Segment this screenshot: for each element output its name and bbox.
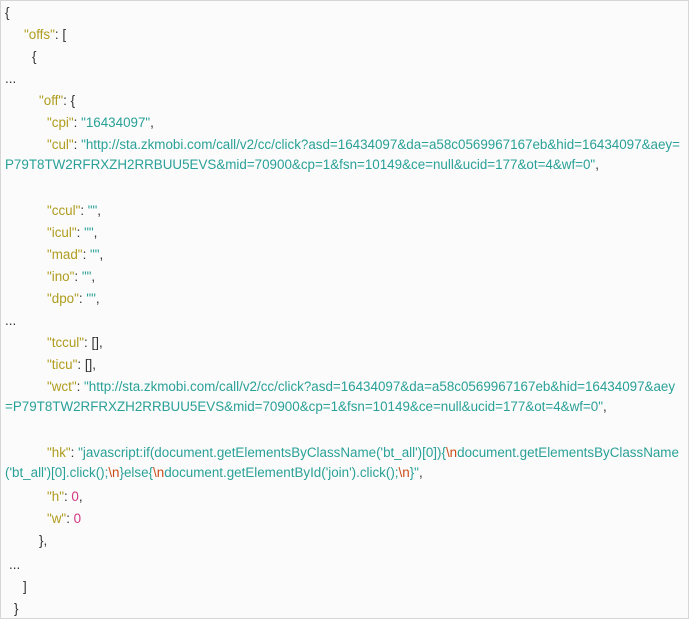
key-ticu: "ticu" xyxy=(47,357,78,372)
ellipsis: ... xyxy=(5,313,17,328)
close-brace: } xyxy=(14,601,19,616)
key-ccul: "ccul" xyxy=(47,203,81,218)
code-line: "ticu": [], xyxy=(47,357,96,372)
value-ccul: "" xyxy=(87,203,98,218)
key-mad: "mad" xyxy=(47,247,83,262)
open-bracket: [ xyxy=(62,27,67,42)
code-line: "h": 0, xyxy=(47,489,83,504)
key-wct: "wct" xyxy=(47,379,77,394)
value-tccul: [] xyxy=(91,335,99,350)
code-line: { xyxy=(1,47,688,67)
value-mad: "" xyxy=(90,247,100,262)
escape-newline: \n xyxy=(398,465,410,480)
code-line: ... xyxy=(1,69,688,89)
escape-newline: \n xyxy=(153,465,165,480)
code-line: "w": 0 xyxy=(47,511,82,526)
code-line: "hk": "javascript:if(document.getElement… xyxy=(5,445,679,480)
key-cpi: "cpi" xyxy=(47,115,74,130)
key-off: "off" xyxy=(39,93,64,108)
key-h: "h" xyxy=(47,489,64,504)
value-hk-part: document.getElementsByClassName('bt_all'… xyxy=(5,445,679,480)
escape-newline: \n xyxy=(445,445,458,460)
value-ino: "" xyxy=(81,269,92,284)
escape-newline: \n xyxy=(108,465,120,480)
code-line: "off": { xyxy=(39,93,76,108)
value-w: 0 xyxy=(73,511,82,526)
value-icul: "" xyxy=(84,225,94,240)
code-line: "dpo": "", xyxy=(47,291,100,306)
code-line: ... xyxy=(1,311,688,331)
open-brace: { xyxy=(32,49,37,64)
value-cpi: "16434097" xyxy=(81,115,151,130)
code-line: "cpi": "16434097", xyxy=(47,115,154,130)
code-line: "ccul": "", xyxy=(47,203,102,218)
value-hk-part: }else{ xyxy=(119,465,154,480)
value-hk-part: "javascript:if(document.getElementsByCla… xyxy=(78,445,446,460)
key-tccul: "tccul" xyxy=(47,335,85,350)
code-line: "cul": "http://sta.zkmobi.com/call/v2/cc… xyxy=(5,137,680,172)
key-ino: "ino" xyxy=(47,269,75,284)
value-hk-part: }" xyxy=(409,465,419,480)
key-icul: "icul" xyxy=(47,225,77,240)
code-line: "ino": "", xyxy=(47,269,96,284)
key-w: "w" xyxy=(47,511,67,526)
value-h: 0 xyxy=(71,489,79,504)
code-line: } xyxy=(1,599,688,618)
value-hk-part: document.getElementById('join').click(); xyxy=(164,465,399,480)
code-line: ... xyxy=(1,555,688,575)
code-line: "mad": "", xyxy=(47,247,104,262)
key-offs: "offs" xyxy=(24,27,55,42)
code-line: "icul": "", xyxy=(47,225,98,240)
code-line: "wct": "http://sta.zkmobi.com/call/v2/cc… xyxy=(5,379,676,414)
open-brace: { xyxy=(5,5,10,20)
ellipsis: ... xyxy=(5,71,17,86)
key-cul: "cul" xyxy=(47,137,74,152)
value-wct: "http://sta.zkmobi.com/call/v2/cc/click?… xyxy=(5,379,676,414)
close-bracket: ] xyxy=(23,579,27,594)
key-dpo: "dpo" xyxy=(47,291,79,306)
code-line: "offs": [ xyxy=(24,27,67,42)
key-hk: "hk" xyxy=(47,445,71,460)
code-line: }, xyxy=(39,533,48,548)
ellipsis: ... xyxy=(9,557,21,572)
value-ticu: [] xyxy=(84,357,93,372)
value-dpo: "" xyxy=(86,291,96,306)
code-line: ] xyxy=(1,577,688,597)
code-line: { xyxy=(1,3,688,23)
value-cul: "http://sta.zkmobi.com/call/v2/cc/click?… xyxy=(5,137,680,172)
code-line: "tccul": [], xyxy=(47,335,103,350)
